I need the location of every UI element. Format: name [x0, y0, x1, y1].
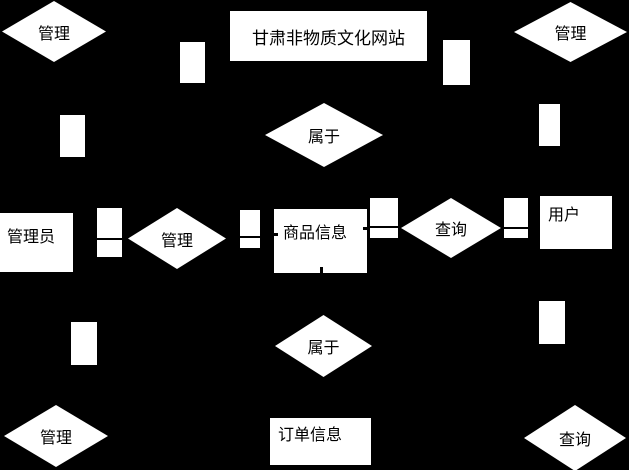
relationship-belongs-lower: 属于: [275, 315, 372, 377]
relationship-query-middle-label: 查询: [434, 222, 467, 239]
entity-admin: 管理员: [0, 213, 73, 272]
relationship-manage-top-right-label: 管理: [554, 26, 587, 43]
cardinality-box-admin-manage: [97, 208, 122, 257]
relationship-belongs-lower-label: 属于: [307, 340, 340, 357]
cardinality-box-upper-left: [60, 115, 85, 157]
relationship-manage-top-left: 管理: [2, 1, 106, 62]
connector-line-product-query: [368, 226, 401, 228]
relationship-manage-top-left-label: 管理: [37, 25, 70, 43]
cardinality-box-top-left: [180, 42, 205, 83]
connector-line-admin-manage: [95, 238, 125, 240]
relationship-belongs-upper-label: 属于: [307, 129, 340, 146]
relationship-manage-middle-label: 管理: [160, 232, 193, 250]
relationship-manage-bottom-left-label: 管理: [39, 430, 72, 447]
entity-order-info: 订单信息: [270, 418, 371, 465]
entity-order-info-label: 订单信息: [278, 427, 343, 444]
entity-product-info: 商品信息: [274, 209, 367, 273]
relationship-manage-middle: 管理: [128, 208, 226, 269]
cardinality-box-top-right: [443, 40, 470, 85]
entity-website-title: 甘肃非物质文化网站: [230, 11, 427, 61]
relationship-query-middle: 查询: [401, 198, 501, 258]
entity-user: 用户: [540, 196, 612, 249]
entity-admin-label: 管理员: [7, 229, 56, 246]
connector-line-query-user: [501, 227, 531, 229]
entity-website-title-label: 甘肃非物质文化网站: [252, 28, 405, 48]
relationship-manage-top-right: 管理: [514, 2, 627, 62]
connector-stub-product-right: [363, 227, 367, 230]
relationship-query-bottom-right-label: 查询: [558, 432, 591, 449]
cardinality-box-manage-product: [240, 210, 260, 248]
connector-stub-product-bottom: [320, 267, 323, 274]
connector-stub-product-left: [274, 233, 278, 236]
cardinality-box-lower-right: [539, 301, 565, 344]
entity-user-label: 用户: [548, 207, 581, 224]
relationship-manage-bottom-left: 管理: [4, 405, 108, 467]
cardinality-box-lower-left: [71, 322, 97, 365]
cardinality-box-product-query: [370, 198, 398, 238]
relationship-query-bottom-right: 查询: [524, 405, 626, 470]
entity-product-info-label: 商品信息: [283, 225, 348, 242]
relationship-belongs-upper: 属于: [265, 103, 383, 167]
connector-line-manage-product: [238, 236, 264, 238]
cardinality-box-query-user: [504, 198, 528, 238]
cardinality-box-upper-right: [539, 104, 560, 146]
